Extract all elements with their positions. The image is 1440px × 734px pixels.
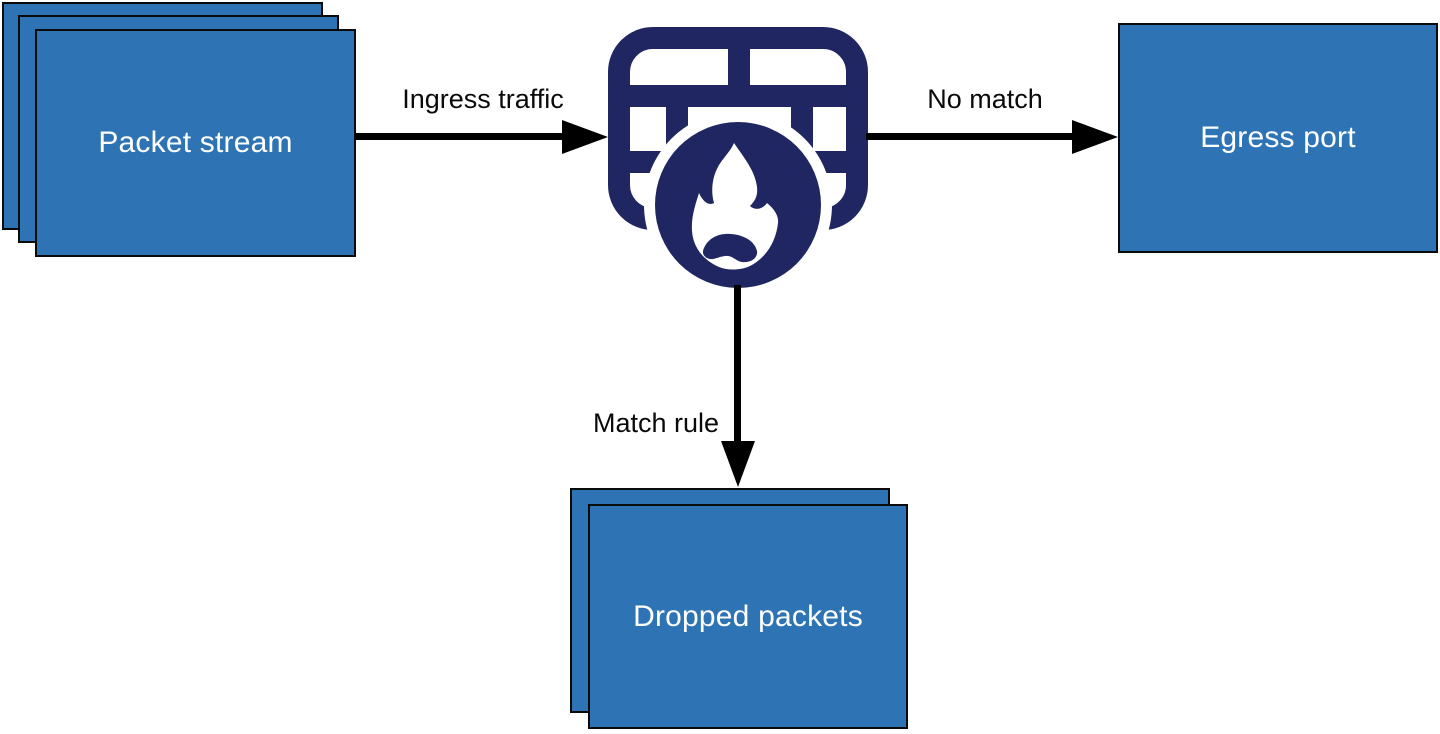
firewall-icon: [608, 27, 868, 299]
match-rule-arrow-line: [734, 285, 741, 443]
no-match-arrowhead: [1072, 120, 1118, 154]
packet-stream-box: Packet stream: [35, 29, 356, 257]
dropped-packets-box: Dropped packets: [588, 504, 908, 729]
match-rule-arrowhead: [721, 441, 755, 487]
no-match-arrow-line: [866, 133, 1074, 140]
no-match-label: No match: [927, 84, 1043, 114]
ingress-traffic-label: Ingress traffic: [402, 84, 564, 114]
packet-stream-label: Packet stream: [98, 126, 293, 159]
ingress-arrowhead: [562, 120, 608, 154]
match-rule-label: Match rule: [592, 408, 720, 438]
egress-port-box: Egress port: [1118, 23, 1438, 253]
egress-port-label: Egress port: [1200, 121, 1356, 154]
ingress-arrow-line: [356, 133, 564, 140]
dropped-packets-label: Dropped packets: [633, 599, 863, 633]
